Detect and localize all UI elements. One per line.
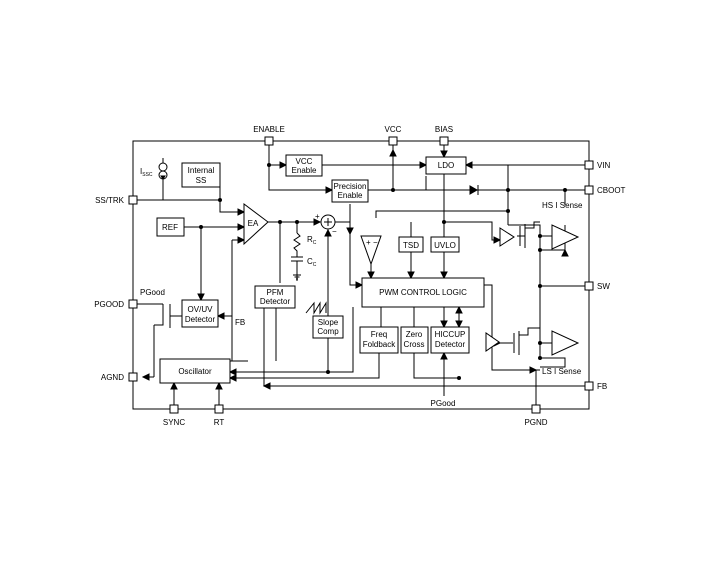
pin-agnd [128, 372, 138, 382]
zero-cross-block: Zero Cross [400, 326, 429, 354]
pin-label-bias: BIAS [435, 125, 453, 134]
sawtooth-ramp-icon [305, 301, 327, 315]
wires [136, 144, 587, 407]
svg-text:HICCUP: HICCUP [435, 330, 466, 339]
pin-sw [584, 281, 594, 291]
ovuv-detector-block: OV/UV Detector [181, 299, 219, 328]
slope-comp-block: Slope Comp [312, 315, 344, 339]
ref-block: REF [156, 217, 185, 237]
pin-label-sw: SW [597, 282, 610, 291]
svg-text:OV/UV: OV/UV [188, 305, 214, 314]
issc-current-source-icon [158, 158, 168, 180]
svg-text:LDO: LDO [438, 161, 454, 170]
svg-text:Foldback: Foldback [363, 340, 396, 349]
summing-junction [320, 214, 336, 230]
svg-text:Zero: Zero [406, 330, 423, 339]
svg-text:SS: SS [196, 176, 207, 185]
pfm-detector-block: PFM Detector [254, 285, 296, 309]
hs-i-sense-label: HS I Sense [542, 201, 583, 210]
hiccup-detector-block: HICCUP Detector [430, 326, 470, 354]
fb-internal-label: FB [235, 318, 245, 327]
svg-text:Detector: Detector [260, 297, 291, 306]
rc-label: RC [307, 235, 317, 246]
svg-text:UVLO: UVLO [434, 241, 456, 250]
svg-text:Enable: Enable [292, 166, 317, 175]
pin-fb [584, 381, 594, 391]
boot-diode-icon [469, 185, 479, 195]
svg-text:Detector: Detector [435, 340, 466, 349]
svg-text:Cross: Cross [404, 340, 425, 349]
pin-pgood [128, 299, 138, 309]
svg-text:PFM: PFM [267, 288, 284, 297]
pin-label-agnd: AGND [101, 373, 124, 382]
svg-text:−: − [373, 238, 378, 247]
pin-bias [439, 136, 449, 146]
vcc-enable-block: VCC Enable [285, 154, 323, 177]
svg-text:Enable: Enable [338, 191, 363, 200]
oscillator-block: Oscillator [159, 358, 231, 384]
ls-fet-icon [513, 327, 540, 355]
ls-i-sense-label: LS I Sense [542, 367, 582, 376]
pin-label-enable: ENABLE [253, 125, 285, 134]
ea-amplifier: EA [243, 203, 269, 246]
svg-text:PWM CONTROL LOGIC: PWM CONTROL LOGIC [379, 288, 467, 297]
cc-label: CC [307, 257, 317, 268]
ic-boundary [132, 140, 590, 410]
svg-text:Freq: Freq [371, 330, 387, 339]
pin-vcc [388, 136, 398, 146]
hs-gate-driver-icon [499, 227, 515, 247]
svg-text:EA: EA [248, 219, 259, 228]
pin-labels: ENABLE VCC BIAS VIN CBOOT SW FB SS/TRK P… [94, 125, 625, 427]
precision-enable-block: Precision Enable [331, 179, 369, 203]
svg-text:Detector: Detector [185, 315, 216, 324]
ldo-block: LDO [425, 156, 467, 175]
pin-label-fb: FB [597, 382, 607, 391]
hs-fet-icon [519, 221, 540, 248]
pin-label-sync: SYNC [163, 418, 185, 427]
freq-foldback-block: Freq Foldback [359, 326, 399, 354]
svg-text:TSD: TSD [403, 241, 419, 250]
svg-text:Oscillator: Oscillator [178, 367, 212, 376]
hs-sense-amplifier [551, 224, 580, 250]
pgood-transistor-icon [154, 304, 171, 328]
sum-plus-label: + [315, 212, 320, 221]
internal-ss-block: Internal SS [181, 162, 221, 188]
pwm-control-logic-block: PWM CONTROL LOGIC [361, 277, 485, 308]
svg-text:VCC: VCC [296, 157, 313, 166]
pin-label-ss-trk: SS/TRK [95, 196, 125, 205]
junction-dots [199, 163, 567, 380]
pin-sync [169, 404, 179, 414]
pin-cboot [584, 185, 594, 195]
pin-vin [584, 160, 594, 170]
issc-label: ISSC [140, 167, 153, 178]
arrowheads [141, 148, 569, 390]
svg-text:Internal: Internal [188, 166, 215, 175]
pin-label-vin: VIN [597, 161, 611, 170]
rc-compensation [291, 232, 303, 280]
ls-gate-driver-icon [485, 332, 500, 352]
ls-sense-amplifier [551, 330, 580, 356]
svg-text:Comp: Comp [317, 327, 339, 336]
pin-rt [214, 404, 224, 414]
pin-pgnd [531, 404, 541, 414]
pin-label-vcc: VCC [385, 125, 402, 134]
pin-enable [264, 136, 274, 146]
pin-label-pgood: PGOOD [94, 300, 124, 309]
pins [128, 136, 594, 414]
svg-text:Slope: Slope [318, 318, 339, 327]
svg-text:Precision: Precision [334, 182, 367, 191]
svg-text:REF: REF [162, 223, 178, 232]
pgood-internal-label: PGood [140, 288, 165, 297]
svg-text:+: + [366, 238, 371, 247]
pin-label-cboot: CBOOT [597, 186, 626, 195]
pin-label-pgnd: PGND [524, 418, 547, 427]
tsd-block: TSD [398, 236, 424, 253]
pin-label-rt: RT [214, 418, 225, 427]
pin-ss-trk [128, 195, 138, 205]
comparator-triangle: + − [360, 235, 382, 266]
pgood-bottom-label: PGood [431, 399, 456, 408]
sum-minus-label: − [332, 227, 337, 236]
uvlo-block: UVLO [430, 236, 460, 253]
